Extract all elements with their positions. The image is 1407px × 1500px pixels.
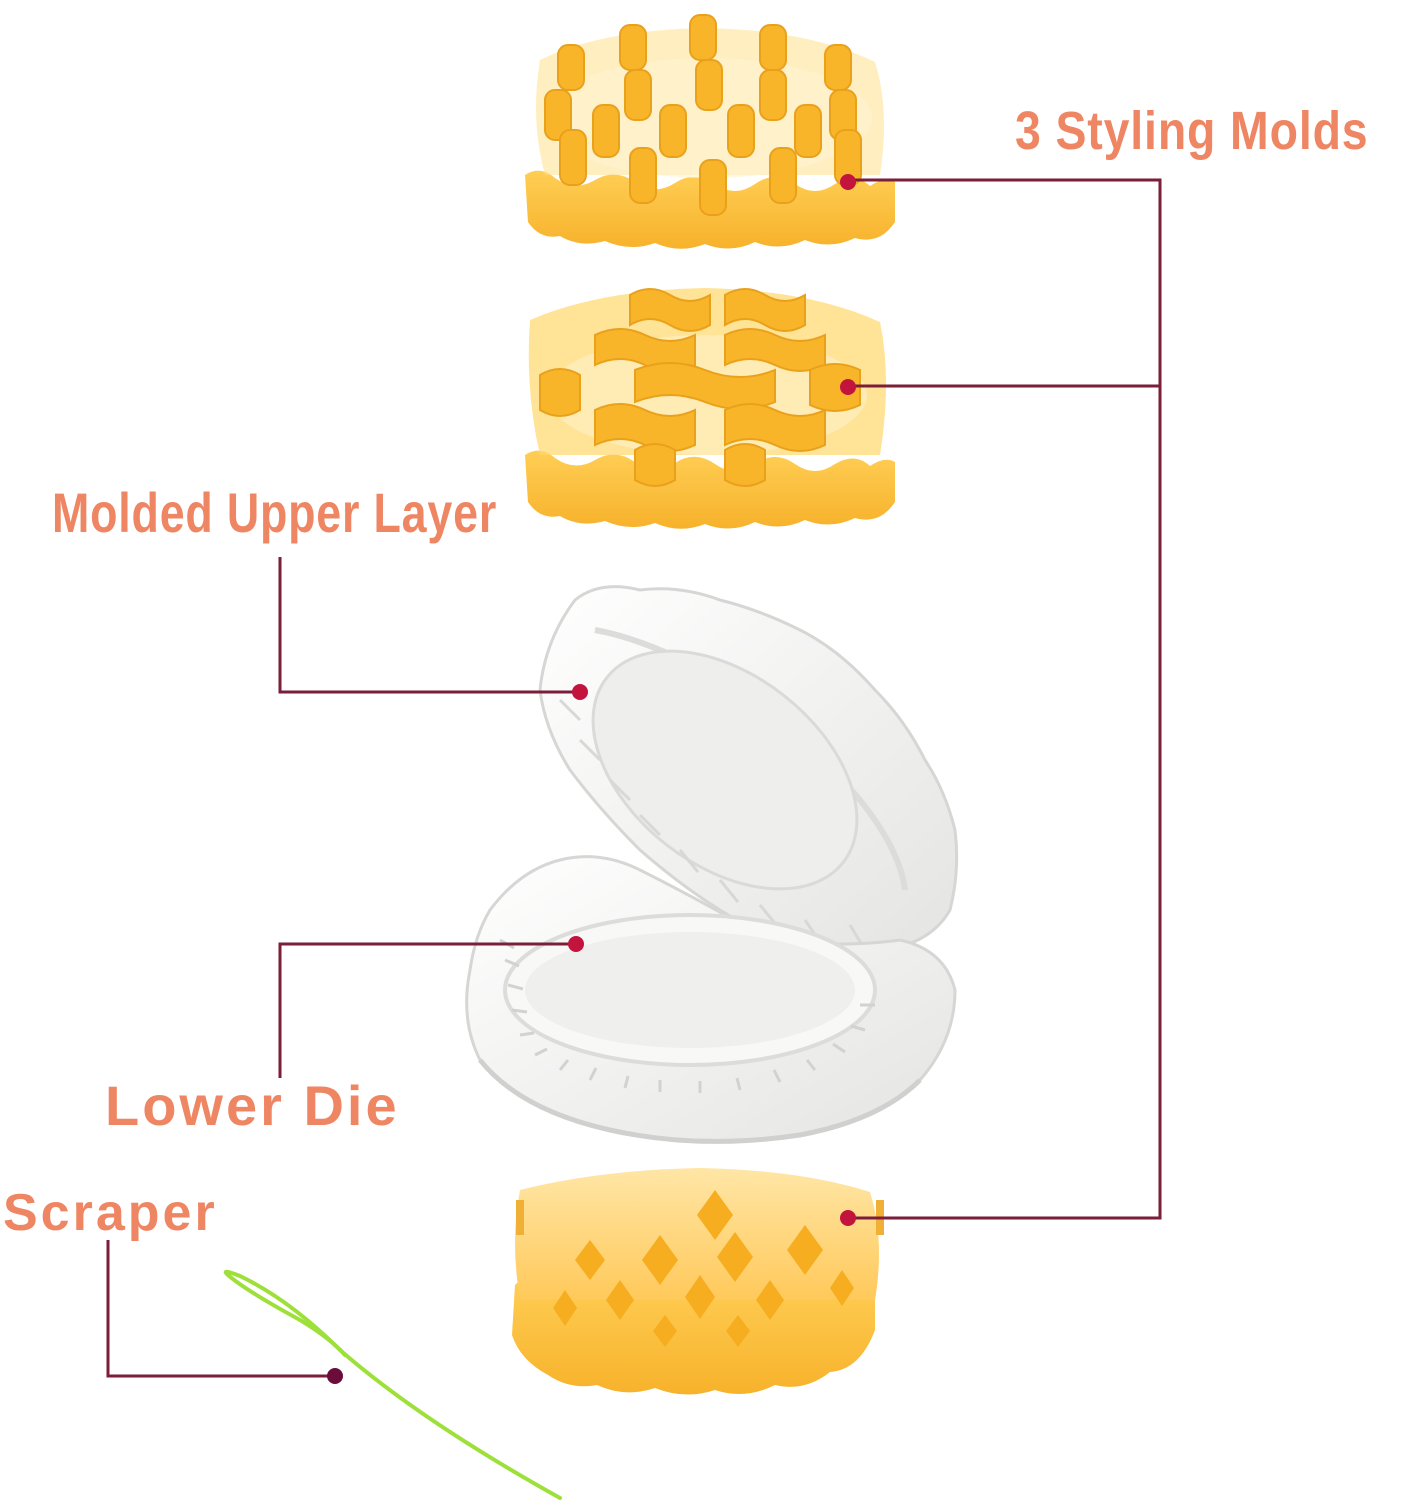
marker-dot xyxy=(840,1210,856,1226)
label-molded-upper-layer: Molded Upper Layer xyxy=(52,481,498,544)
styling-mold-lattice xyxy=(512,1168,884,1395)
marker-dot xyxy=(840,379,856,395)
styling-mold-wavy xyxy=(525,288,895,529)
marker-dot xyxy=(572,684,588,700)
styling-mold-round xyxy=(525,14,895,249)
leader-line-lower xyxy=(278,942,576,1078)
leader-line-molds xyxy=(850,178,1162,1220)
label-styling-molds: 3 Styling Molds xyxy=(1015,101,1369,161)
leader-lines xyxy=(106,178,1162,1378)
marker-dot xyxy=(840,174,856,190)
leader-line-scraper xyxy=(106,1240,335,1378)
marker-dot xyxy=(327,1368,343,1384)
scraper-tool xyxy=(223,1269,562,1500)
label-lower-die: Lower Die xyxy=(105,1074,400,1137)
lower-die xyxy=(465,855,957,1144)
molded-upper-layer xyxy=(538,585,959,952)
marker-dots xyxy=(327,174,856,1384)
leader-line-upper xyxy=(278,557,580,694)
label-scraper: Scraper xyxy=(3,1184,218,1242)
marker-dot xyxy=(568,936,584,952)
